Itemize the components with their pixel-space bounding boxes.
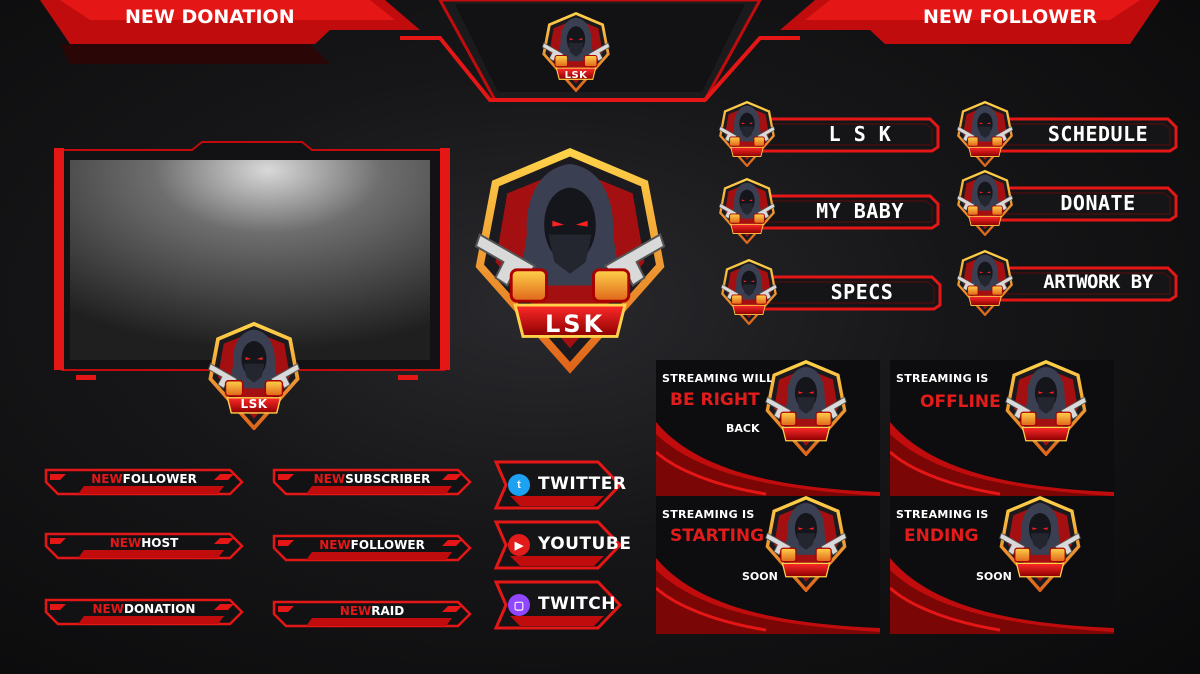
top-banner bbox=[40, 0, 1160, 102]
screen-swoosh bbox=[656, 422, 880, 498]
webcam-logo-text: LSK bbox=[240, 397, 268, 411]
alert-plate bbox=[272, 534, 472, 562]
panel-logo-icon bbox=[716, 178, 778, 244]
alert-plate bbox=[44, 532, 244, 560]
screen-logo bbox=[764, 360, 848, 456]
scene-screen-0: STREAMING WILL BE RIGHT BACK bbox=[656, 360, 880, 498]
alert-plate bbox=[44, 468, 244, 496]
screen-line2: STARTING bbox=[670, 526, 765, 546]
panel-button-2[interactable]: MY BABY bbox=[720, 194, 940, 230]
panel-label: ARTWORK BY bbox=[1043, 271, 1153, 293]
alert-label: NEWSUBSCRIBER bbox=[272, 472, 472, 486]
social-plate bbox=[494, 580, 622, 630]
top-left-label: NEW DONATION bbox=[125, 6, 295, 28]
panel-button-5[interactable]: ARTWORK BY bbox=[958, 266, 1178, 302]
alert-prefix: NEW bbox=[339, 604, 372, 618]
alert-label: NEWRAID bbox=[272, 604, 472, 618]
panel-label: L S K bbox=[828, 122, 892, 146]
alert-type: FOLLOWER bbox=[350, 538, 425, 552]
alert-prefix: NEW bbox=[92, 602, 124, 616]
screen-line1: STREAMING WILL bbox=[662, 372, 774, 385]
youtube-icon: ▶ bbox=[508, 534, 530, 556]
alert-label: NEWFOLLOWER bbox=[44, 472, 244, 486]
panel-label: SCHEDULE bbox=[1047, 122, 1149, 146]
panel-logo-icon bbox=[718, 259, 780, 325]
panel-button-4[interactable]: SPECS bbox=[722, 275, 942, 311]
social-link-youtube[interactable]: ▶ YOUTUBE bbox=[494, 520, 631, 570]
social-plate bbox=[494, 520, 622, 570]
screen-swoosh bbox=[890, 558, 1114, 634]
panel-logo-icon bbox=[954, 101, 1016, 167]
panel-label: DONATE bbox=[1060, 191, 1136, 215]
alert-label: NEWDONATION bbox=[44, 602, 244, 616]
alert-type: SUBSCRIBER bbox=[345, 472, 431, 486]
screen-line3: SOON bbox=[976, 570, 1012, 583]
alert-box-5: NEWRAID bbox=[272, 598, 472, 630]
alert-label: NEWHOST bbox=[44, 536, 244, 550]
social-link-twitch[interactable]: ▢ TWITCH bbox=[494, 580, 622, 630]
screen-line3: SOON bbox=[742, 570, 778, 583]
twitter-icon: t bbox=[508, 474, 530, 496]
panel-logo-icon bbox=[954, 170, 1016, 236]
screen-logo bbox=[1004, 360, 1088, 456]
top-right-label: NEW FOLLOWER bbox=[923, 6, 1097, 28]
alert-type: HOST bbox=[141, 536, 179, 550]
screen-line2: OFFLINE bbox=[920, 392, 1001, 412]
panel-button-1[interactable]: SCHEDULE bbox=[958, 117, 1178, 153]
alert-box-1: NEWSUBSCRIBER bbox=[272, 466, 472, 498]
alert-plate bbox=[272, 600, 472, 628]
social-label: YOUTUBE bbox=[538, 534, 632, 554]
panel-label: MY BABY bbox=[816, 199, 904, 223]
screen-logo bbox=[998, 496, 1082, 592]
social-label: TWITCH bbox=[538, 594, 616, 614]
top-logo-text: LSK bbox=[564, 70, 588, 81]
scene-screen-1: STREAMING IS OFFLINE bbox=[890, 360, 1114, 498]
alert-plate bbox=[272, 468, 472, 496]
alert-prefix: NEW bbox=[109, 536, 142, 550]
alert-label: NEWFOLLOWER bbox=[272, 538, 472, 552]
main-logo-text: LSK bbox=[545, 310, 606, 338]
twitch-icon: ▢ bbox=[508, 594, 530, 616]
alert-prefix: NEW bbox=[319, 538, 351, 552]
scene-screen-3: STREAMING IS ENDING SOON bbox=[890, 496, 1114, 634]
screen-logo bbox=[764, 496, 848, 592]
panel-label: SPECS bbox=[830, 280, 894, 304]
alert-box-3: NEWFOLLOWER bbox=[272, 532, 472, 564]
panel-logo-icon bbox=[716, 101, 778, 167]
alert-prefix: NEW bbox=[91, 472, 123, 486]
screen-swoosh bbox=[890, 422, 1114, 498]
screen-line1: STREAMING IS bbox=[662, 508, 755, 521]
scene-screen-2: STREAMING IS STARTING SOON bbox=[656, 496, 880, 634]
webcam-logo bbox=[205, 322, 303, 430]
panel-button-0[interactable]: L S K bbox=[720, 117, 940, 153]
alert-box-2: NEWHOST bbox=[44, 530, 244, 562]
alert-type: DONATION bbox=[124, 602, 196, 616]
screen-line2: BE RIGHT bbox=[670, 390, 760, 410]
screen-line3: BACK bbox=[726, 422, 760, 435]
alert-type: RAID bbox=[371, 604, 405, 618]
panel-button-3[interactable]: DONATE bbox=[958, 186, 1178, 222]
alert-type: FOLLOWER bbox=[122, 472, 197, 486]
social-plate bbox=[494, 460, 622, 510]
screen-line1: STREAMING IS bbox=[896, 508, 989, 521]
panel-logo-icon bbox=[954, 250, 1016, 316]
social-link-twitter[interactable]: t TWITTER bbox=[494, 460, 626, 510]
alert-prefix: NEW bbox=[313, 472, 346, 486]
alert-plate bbox=[44, 598, 244, 626]
screen-swoosh bbox=[656, 558, 880, 634]
panel-plate bbox=[996, 117, 1178, 153]
main-logo bbox=[472, 140, 668, 380]
screen-line1: STREAMING IS bbox=[896, 372, 989, 385]
alert-box-0: NEWFOLLOWER bbox=[44, 466, 244, 498]
screen-line2: ENDING bbox=[904, 526, 979, 546]
social-label: TWITTER bbox=[538, 474, 627, 494]
alert-box-4: NEWDONATION bbox=[44, 596, 244, 628]
